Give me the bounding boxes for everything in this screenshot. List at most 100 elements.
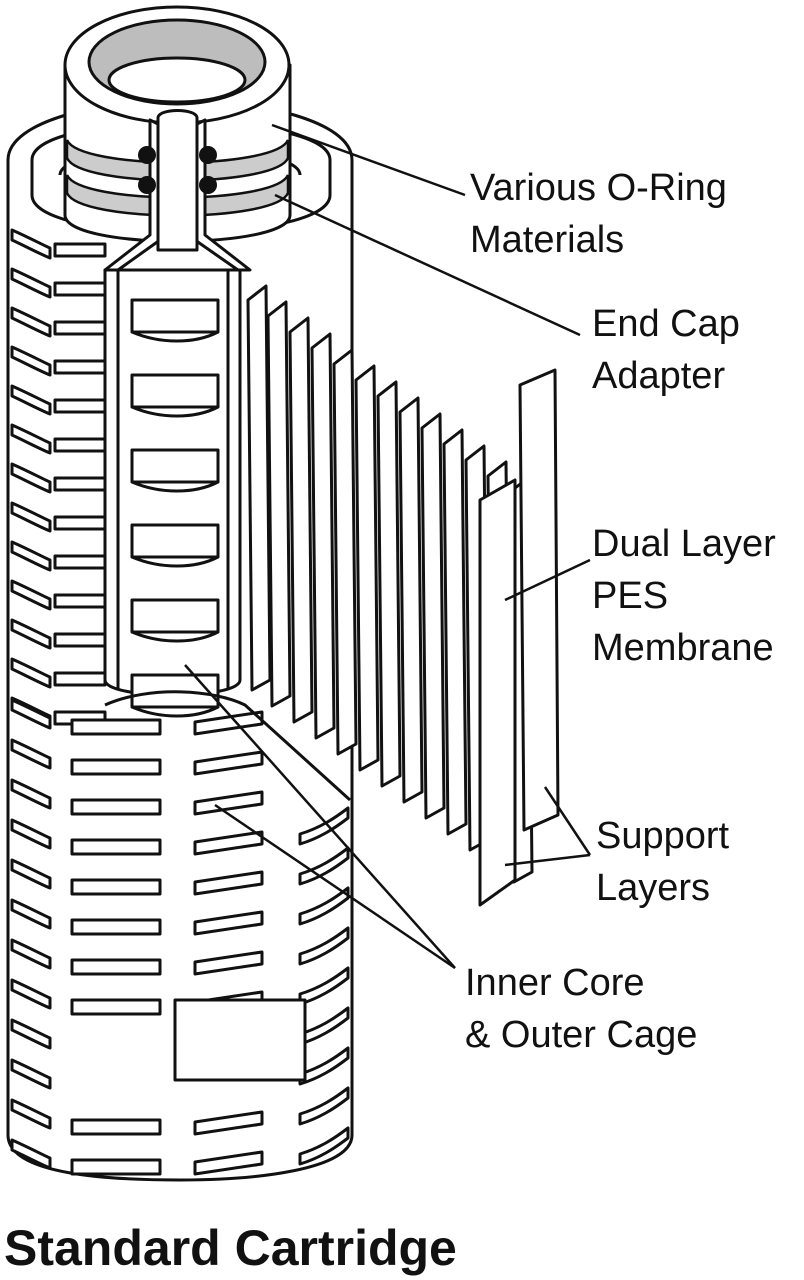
cage-slot bbox=[53, 437, 107, 453]
cage-slot bbox=[10, 306, 52, 338]
label-o-ring-line1: Various O-Ring bbox=[470, 167, 727, 209]
cage-slot bbox=[10, 898, 52, 930]
cage-slot bbox=[298, 1046, 350, 1086]
pleat bbox=[354, 364, 380, 772]
core-window bbox=[130, 298, 220, 334]
label-end-cap-line2: Adapter bbox=[592, 355, 725, 397]
cage-slot bbox=[10, 778, 52, 810]
cage-slot bbox=[70, 958, 162, 976]
cage-slot bbox=[10, 938, 52, 970]
cage-slot bbox=[10, 1098, 52, 1130]
cage-slot bbox=[193, 1150, 264, 1176]
label-end-cap-adapter: End Cap Adapter bbox=[592, 303, 740, 397]
cage-slot bbox=[10, 657, 52, 689]
core-window-edge bbox=[131, 405, 219, 418]
pleat bbox=[310, 332, 336, 740]
label-support-layers: Support Layers bbox=[596, 815, 730, 909]
cage-slot bbox=[298, 846, 350, 886]
core-window bbox=[130, 373, 220, 409]
pleat bbox=[376, 380, 402, 788]
pleat bbox=[398, 396, 424, 804]
label-core-line2: & Outer Cage bbox=[465, 1014, 697, 1056]
cage-slot bbox=[10, 384, 52, 416]
core-window-edge bbox=[131, 330, 219, 343]
cage-slot bbox=[193, 870, 264, 896]
cage-slot bbox=[10, 978, 52, 1010]
cage-slot bbox=[193, 710, 264, 736]
cage-slot bbox=[70, 1158, 162, 1176]
pleated-membrane bbox=[246, 284, 560, 907]
diagram-title: Standard Cartridge bbox=[4, 1220, 457, 1276]
cage-slot bbox=[298, 806, 350, 846]
cage-slot bbox=[10, 1138, 52, 1170]
label-o-ring-line2: Materials bbox=[470, 219, 624, 261]
cage-slot bbox=[193, 830, 264, 856]
label-end-cap-line1: End Cap bbox=[592, 303, 740, 345]
label-membrane-line1: Dual Layer bbox=[592, 523, 776, 565]
cage-slot bbox=[10, 267, 52, 299]
pleat bbox=[288, 316, 314, 724]
cage-slot bbox=[298, 1006, 350, 1046]
cage-slot bbox=[70, 758, 162, 776]
core-window-edge bbox=[131, 480, 219, 493]
inner-core bbox=[103, 268, 352, 802]
cage-slot bbox=[53, 242, 107, 258]
cage-slot bbox=[193, 950, 264, 976]
pleat bbox=[442, 428, 468, 836]
cage-slot bbox=[70, 878, 162, 896]
cage-slot bbox=[70, 918, 162, 936]
cage-slot bbox=[298, 886, 350, 926]
cage-slot bbox=[193, 910, 264, 936]
cage-slot bbox=[53, 320, 107, 336]
cage-slot bbox=[298, 1086, 350, 1126]
core-window bbox=[130, 448, 220, 484]
pleat bbox=[246, 284, 272, 692]
label-support-line2: Layers bbox=[596, 867, 710, 909]
cage-slot bbox=[70, 798, 162, 816]
cage-slot bbox=[298, 1126, 350, 1166]
cage-slot bbox=[10, 228, 52, 260]
o-ring-group bbox=[138, 146, 217, 194]
leader-lines bbox=[184, 123, 592, 970]
cage-slot bbox=[53, 398, 107, 414]
cage-slot bbox=[53, 632, 107, 648]
cage-slot bbox=[53, 281, 107, 297]
cage-slot bbox=[10, 618, 52, 650]
label-panel bbox=[173, 998, 307, 1082]
label-o-ring-materials: Various O-Ring Materials bbox=[470, 167, 727, 261]
cage-slot bbox=[10, 579, 52, 611]
support-layer bbox=[478, 478, 517, 907]
cage-slot bbox=[10, 738, 52, 770]
cage-slot bbox=[298, 926, 350, 966]
cage-slot bbox=[53, 554, 107, 570]
cage-slot bbox=[70, 838, 162, 856]
core-window-edge bbox=[131, 630, 219, 643]
cage-slot bbox=[10, 345, 52, 377]
cage-slot bbox=[193, 790, 264, 816]
cage-slot bbox=[10, 698, 52, 730]
core-window bbox=[130, 598, 220, 634]
cage-slot bbox=[10, 818, 52, 850]
core-window-edge bbox=[131, 555, 219, 568]
cage-slot bbox=[298, 966, 350, 1006]
label-core-line1: Inner Core bbox=[465, 962, 645, 1004]
end-cap-adapter bbox=[30, 5, 332, 272]
cage-slot bbox=[53, 359, 107, 375]
label-support-line1: Support bbox=[596, 815, 730, 857]
cage-slot bbox=[10, 858, 52, 890]
pleat bbox=[332, 348, 358, 756]
cage-slot bbox=[193, 1110, 264, 1136]
cage-slot bbox=[53, 515, 107, 531]
cage-slot bbox=[10, 1018, 52, 1050]
cage-slot bbox=[53, 671, 107, 687]
cage-slot bbox=[70, 998, 162, 1016]
cage-slot bbox=[193, 750, 264, 776]
pleat bbox=[266, 300, 292, 708]
label-membrane-line3: Membrane bbox=[592, 627, 774, 669]
label-membrane: Dual Layer PES Membrane bbox=[592, 523, 776, 669]
cage-slot bbox=[70, 1118, 162, 1136]
pleat bbox=[420, 412, 446, 820]
label-core-cage: Inner Core & Outer Cage bbox=[465, 962, 697, 1056]
cage-slot bbox=[10, 1058, 52, 1090]
cage-slot bbox=[10, 462, 52, 494]
